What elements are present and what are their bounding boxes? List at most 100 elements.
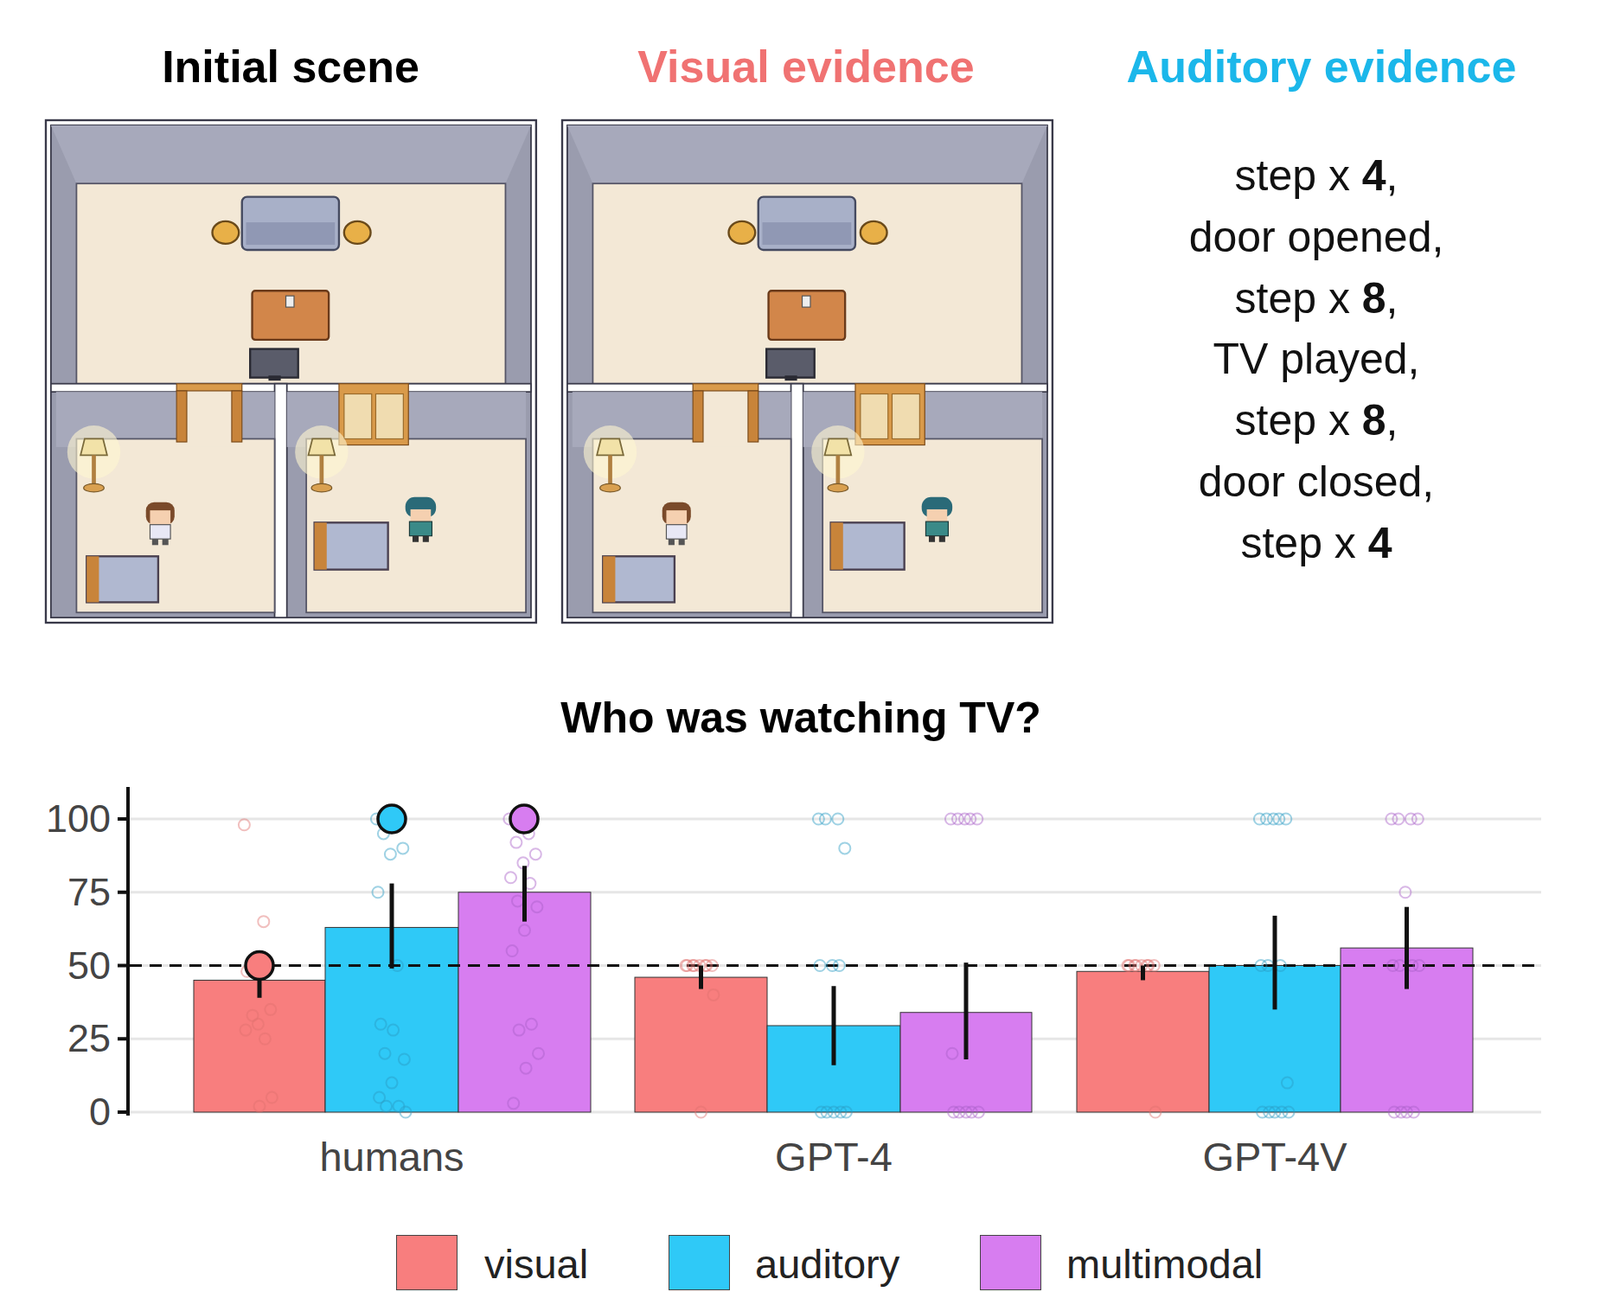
group-label: GPT-4: [774, 1134, 893, 1180]
evidence-step: step x 4,: [1234, 152, 1398, 200]
data-point: [1392, 813, 1404, 826]
data-point: [396, 842, 409, 854]
data-point: [833, 960, 845, 972]
evidence-step: step x 8,: [1234, 275, 1398, 323]
legend-text: visual: [484, 1241, 589, 1287]
text-part: door opened,: [1189, 212, 1445, 262]
data-point: [947, 1107, 960, 1119]
data-point: [520, 1062, 532, 1075]
text-part: step x: [1240, 518, 1368, 568]
legend-text: multimodal: [1066, 1241, 1263, 1287]
data-point: [398, 1053, 410, 1065]
panel-heading: Auditory evidence: [1126, 42, 1517, 92]
evidence-step: step x 8,: [1234, 396, 1398, 445]
chance-line: [129, 964, 1542, 967]
data-point: [238, 819, 250, 831]
text-part: 8: [1362, 274, 1387, 323]
data-point: [387, 1024, 399, 1037]
data-point: [838, 842, 851, 854]
highlight-point: [377, 805, 406, 833]
error-bar: [1404, 907, 1409, 990]
data-point: [1283, 1107, 1295, 1119]
data-point: [393, 1100, 405, 1113]
gridline: [129, 818, 1542, 821]
chart-title: Who was watching TV?: [560, 694, 1042, 743]
data-point: [530, 848, 542, 860]
data-point: [531, 901, 543, 913]
error-bar: [964, 962, 969, 1060]
data-point: [1395, 1107, 1408, 1119]
text-part: step x: [1234, 396, 1362, 445]
data-point: [380, 1100, 392, 1113]
data-point: [525, 1018, 538, 1031]
text-part: ,: [1386, 274, 1399, 323]
data-point: [1130, 960, 1142, 972]
tick: [117, 964, 128, 968]
tick: [117, 1036, 128, 1041]
data-point: [247, 1010, 259, 1022]
error-bar: [698, 966, 704, 990]
data-point: [1412, 813, 1424, 826]
highlight-point: [245, 952, 274, 980]
text-part: TV played,: [1212, 334, 1420, 384]
data-point: [971, 813, 983, 826]
text-part: step x: [1234, 274, 1362, 323]
data-point: [518, 924, 531, 936]
tick-label: 75: [67, 870, 111, 915]
text-part: ,: [1386, 151, 1399, 200]
data-point: [1281, 1077, 1293, 1089]
data-point: [1267, 813, 1280, 826]
data-point: [513, 1024, 525, 1037]
panel-heading: Initial scene: [161, 42, 420, 92]
evidence-step: step x 4: [1240, 519, 1392, 568]
error-bar: [390, 883, 395, 969]
group-label: humans: [319, 1134, 464, 1180]
data-point: [240, 1024, 252, 1037]
data-point: [835, 1107, 847, 1119]
data-point: [1262, 960, 1274, 972]
bar: [193, 979, 326, 1113]
data-point: [1394, 960, 1406, 972]
evidence-step: door opened,: [1189, 213, 1445, 262]
tick: [117, 890, 128, 895]
text-part: ,: [1386, 396, 1399, 445]
legend-text: auditory: [755, 1241, 900, 1287]
evidence-step: TV played,: [1212, 335, 1420, 384]
data-point: [372, 886, 384, 898]
data-point: [819, 813, 832, 826]
bar: [1076, 971, 1210, 1113]
gridline: [129, 890, 1542, 894]
data-point: [532, 1048, 544, 1060]
group-label: GPT-4V: [1202, 1134, 1347, 1180]
data-point: [688, 960, 700, 972]
data-point: [972, 1107, 985, 1119]
data-point: [254, 1100, 266, 1113]
highlight-point: [510, 805, 538, 833]
text-part: 8: [1362, 396, 1387, 445]
text-part: 4: [1368, 518, 1393, 568]
data-point: [832, 813, 844, 826]
data-point: [257, 915, 269, 928]
data-point: [1413, 960, 1425, 972]
data-point: [814, 960, 826, 972]
data-point: [507, 1097, 519, 1109]
data-point: [505, 871, 517, 884]
data-point: [510, 837, 522, 849]
y-axis: [126, 787, 130, 1116]
legend-swatch: [668, 1235, 730, 1291]
tick: [117, 817, 128, 821]
error-bar: [1273, 915, 1278, 1010]
data-point: [1408, 1107, 1420, 1119]
data-point: [959, 813, 971, 826]
bar: [458, 892, 591, 1113]
error-bar: [1140, 966, 1146, 981]
data-point: [695, 1107, 707, 1119]
data-point: [264, 1004, 276, 1016]
data-point: [384, 848, 397, 860]
legend-swatch: [396, 1235, 458, 1291]
data-point: [400, 1107, 412, 1119]
evidence-step: door closed,: [1198, 458, 1434, 506]
text-part: step x: [1234, 151, 1362, 200]
error-bar: [832, 985, 837, 1066]
data-point: [1263, 1107, 1275, 1119]
